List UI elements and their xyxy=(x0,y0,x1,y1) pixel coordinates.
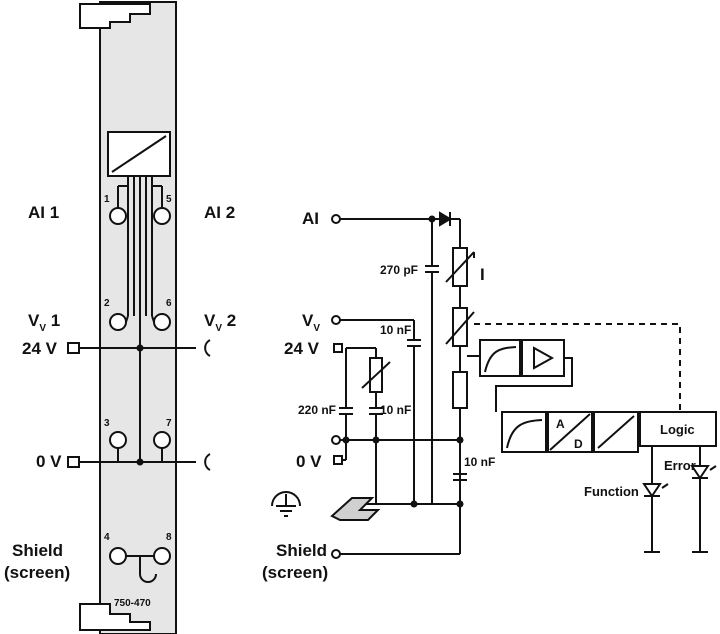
terminal-4[interactable] xyxy=(109,547,127,565)
isolation-block xyxy=(107,131,171,177)
logic-label: Logic xyxy=(660,422,695,437)
filter-block-2 xyxy=(501,411,547,453)
terminal-2[interactable] xyxy=(109,313,127,331)
label-vv2: VV 2 xyxy=(204,311,236,334)
earth-ground-icon xyxy=(271,491,301,517)
label-0v: 0 V xyxy=(36,452,62,471)
cap-10nf-top-label: 10 nF xyxy=(380,323,411,337)
terminal-3[interactable] xyxy=(109,431,127,449)
cap-220nf-label: 220 nF xyxy=(298,403,336,417)
circuit-label-ai: AI xyxy=(302,209,319,228)
cap-270pf-label: 270 pF xyxy=(380,263,418,277)
vv-terminal[interactable] xyxy=(331,315,341,325)
terminal-number-6: 6 xyxy=(166,298,172,309)
label-ai1: AI 1 xyxy=(28,203,59,222)
function-led-label: Function xyxy=(584,484,639,499)
shield-terminal[interactable] xyxy=(331,549,341,559)
terminal-number-2: 2 xyxy=(104,298,110,309)
cap-10nf-mid-label: 10 nF xyxy=(380,403,411,417)
terminal-6[interactable] xyxy=(153,313,171,331)
shunt-resistor xyxy=(452,371,468,409)
terminal-number-5: 5 xyxy=(166,194,172,205)
adc-a-label: A xyxy=(556,417,565,431)
rail-24v-connector xyxy=(67,342,80,354)
housing-latch-top xyxy=(79,3,151,29)
circuit-label-screen: (screen) xyxy=(262,563,328,582)
terminal-number-1: 1 xyxy=(104,194,110,205)
terminal-1[interactable] xyxy=(109,207,127,225)
circuit-label-vv: VV xyxy=(302,311,320,334)
terminal-number-7: 7 xyxy=(166,418,172,429)
circuit-24v-connector xyxy=(333,343,343,353)
terminal-7[interactable] xyxy=(153,431,171,449)
error-led-label: Error xyxy=(664,458,696,473)
label-shield: Shield xyxy=(12,541,63,560)
circuit-0v-connector xyxy=(333,455,343,465)
label-vv1: VV 1 xyxy=(28,311,60,334)
terminal-number-4: 4 xyxy=(104,532,110,543)
cap-10nf-right-label: 10 nF xyxy=(464,455,495,469)
ai-terminal[interactable] xyxy=(331,214,341,224)
circuit-label-24v: 24 V xyxy=(284,339,320,358)
terminal-8[interactable] xyxy=(153,547,171,565)
logic-block[interactable] xyxy=(639,411,717,447)
circuit-label-shield: Shield xyxy=(276,541,327,560)
adc-d-label: D xyxy=(574,437,583,451)
label-24v: 24 V xyxy=(22,339,58,358)
rail-0v-connector xyxy=(67,456,80,468)
terminal-number-8: 8 xyxy=(166,532,172,543)
amplifier-block xyxy=(521,339,565,377)
zero-v-terminal[interactable] xyxy=(331,435,341,445)
terminal-5[interactable] xyxy=(153,207,171,225)
housing-latch-bottom xyxy=(79,603,151,631)
current-label: I xyxy=(480,265,485,284)
filter-block-1 xyxy=(479,339,521,377)
circuit-label-0v: 0 V xyxy=(296,452,322,471)
din-rail xyxy=(330,497,381,521)
diode-symbol xyxy=(439,211,452,227)
label-screen: (screen) xyxy=(4,563,70,582)
label-ai2: AI 2 xyxy=(204,203,235,222)
part-number: 750-470 xyxy=(114,598,151,609)
terminal-number-3: 3 xyxy=(104,418,110,429)
